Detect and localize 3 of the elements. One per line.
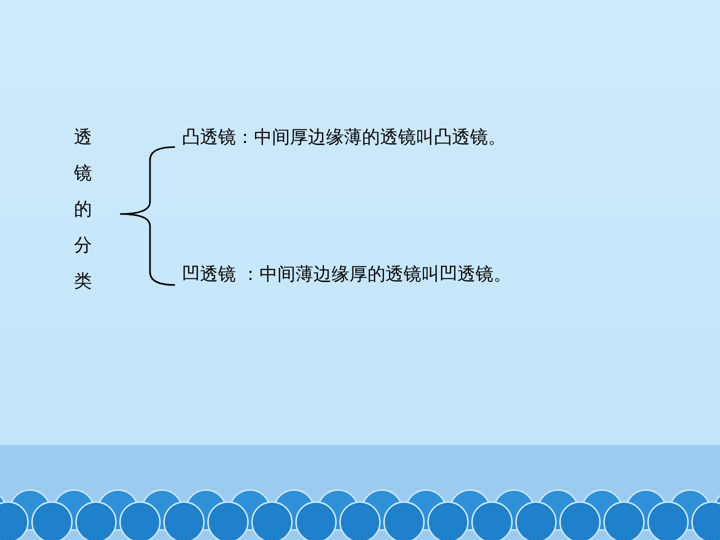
definition-text: 凸透镜：中间厚边缘薄的透镜叫凸透镜。 (182, 126, 506, 149)
definition-text: 凹透镜 ：中间薄边缘厚的透镜叫凹透镜。 (182, 263, 512, 286)
heading-text: 透镜的分类 (74, 126, 93, 294)
